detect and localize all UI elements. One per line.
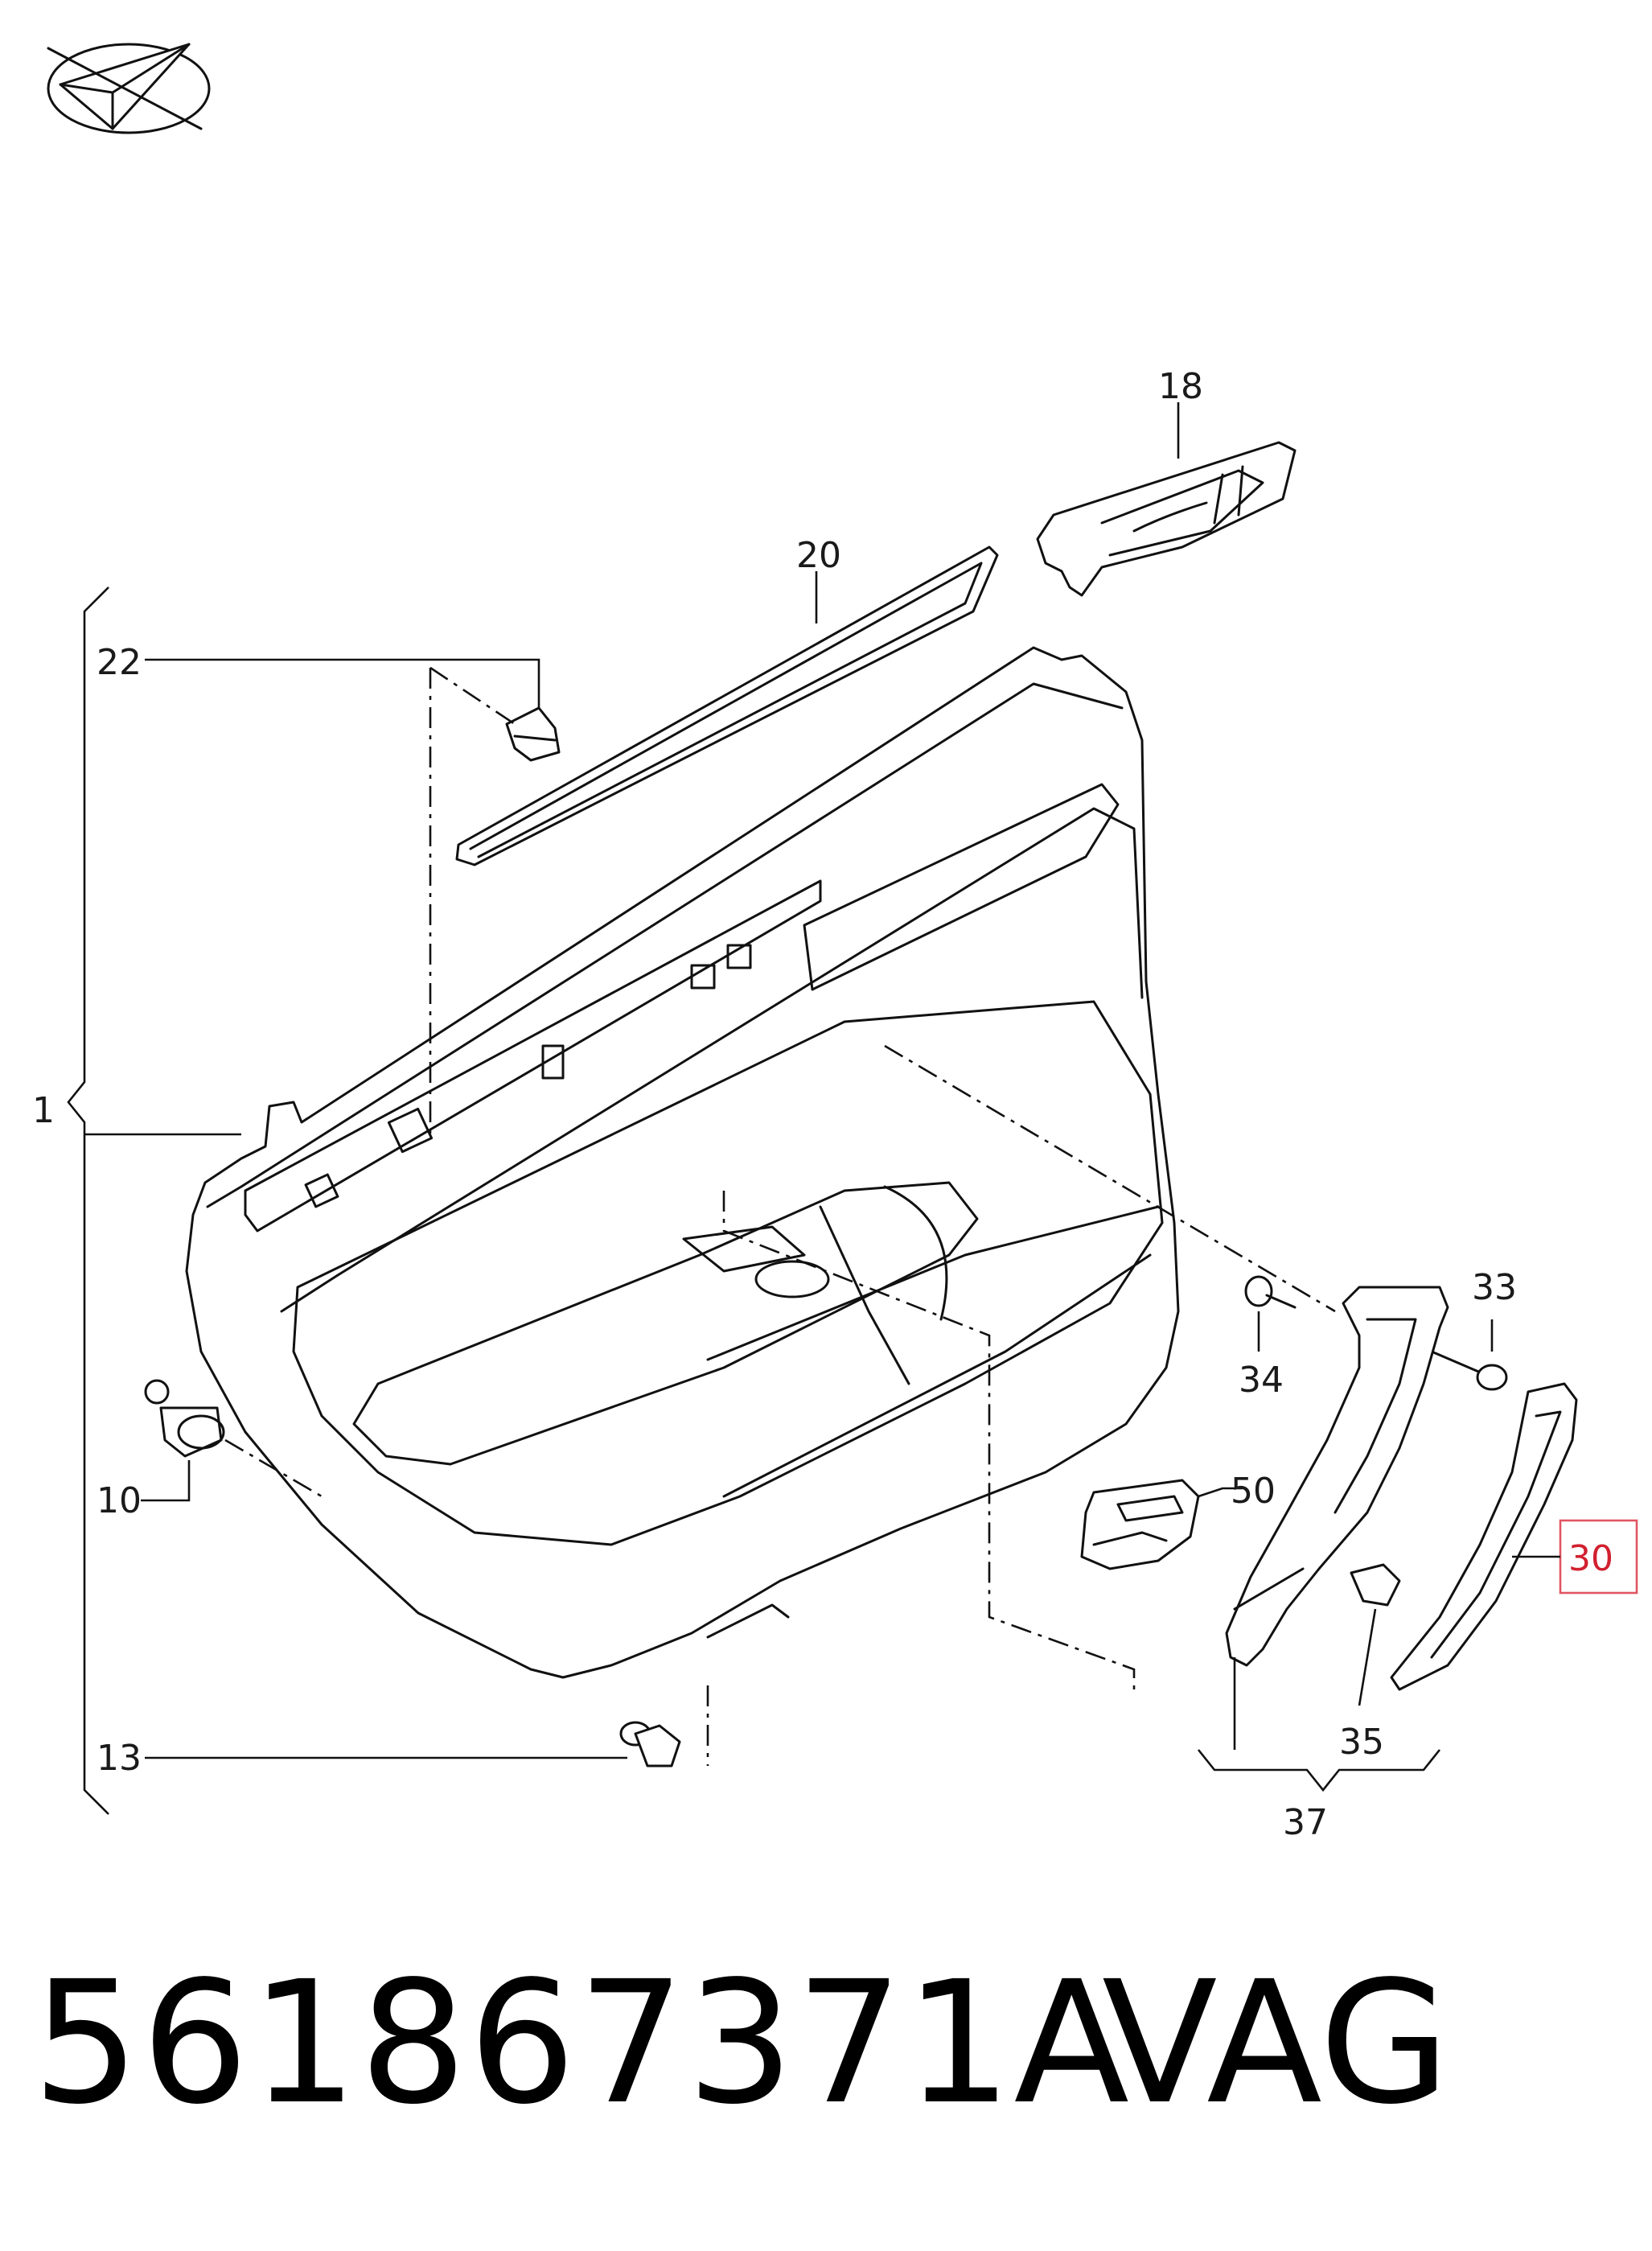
grab-handle-37 <box>1225 1286 1449 1750</box>
callout-37: 37 <box>1283 1802 1328 1843</box>
callout-10: 10 <box>97 1480 142 1521</box>
callout-35: 35 <box>1339 1722 1384 1763</box>
callout-1: 1 <box>32 1090 55 1131</box>
callout-50: 50 <box>1231 1471 1276 1512</box>
callout-13: 13 <box>97 1738 142 1779</box>
expanding-clip-10 <box>141 1379 323 1502</box>
switch-bezel-50 <box>1080 1479 1243 1570</box>
door-trim-panel <box>185 646 1180 1679</box>
screw-13 <box>145 1721 681 1767</box>
assembly-bracket-37 <box>1197 1749 1441 1792</box>
clip-22 <box>145 658 561 1134</box>
trim-guide-line <box>884 1044 1336 1313</box>
assembly-bracket-1 <box>67 586 241 1815</box>
door-handle-18 <box>1036 402 1297 597</box>
callout-34: 34 <box>1239 1360 1284 1401</box>
trim-cover-30 <box>1390 1382 1638 1691</box>
clip-35 <box>1350 1563 1401 1706</box>
part-number: 561867371A <box>32 1944 1132 2142</box>
callout-22: 22 <box>97 642 142 683</box>
screw-34 <box>1244 1275 1297 1352</box>
callout-20: 20 <box>796 535 841 576</box>
window-strip-20 <box>455 545 999 866</box>
callout-18: 18 <box>1158 366 1203 407</box>
callout-33: 33 <box>1472 1267 1517 1308</box>
catalog-logo-icon <box>47 43 211 134</box>
screw-33 <box>1430 1319 1508 1391</box>
callout-30: 30 <box>1568 1538 1613 1579</box>
pull-guide-line <box>722 1191 1136 1693</box>
brand-label: VAG <box>1102 1944 1450 2142</box>
